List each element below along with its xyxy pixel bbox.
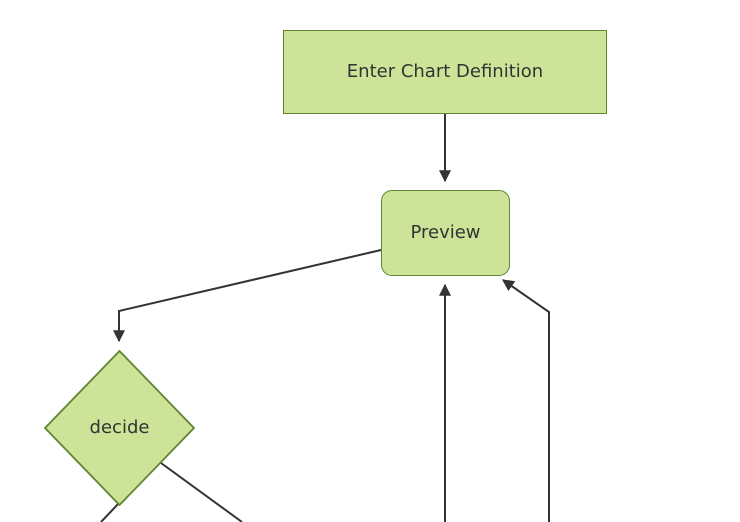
node-decide[interactable]: decide (44, 350, 195, 506)
edge-decide-down-right (160, 462, 243, 522)
edge-preview-to-decide (113, 249, 382, 343)
diamond-shape-icon (44, 350, 195, 506)
edge-bottom-right-to-preview (502, 279, 550, 522)
edge-decide-down-left (100, 502, 120, 522)
node-enter-chart-definition[interactable]: Enter Chart Definition (283, 30, 607, 114)
node-preview[interactable]: Preview (381, 190, 510, 276)
node-preview-label: Preview (410, 222, 481, 243)
node-enter-chart-definition-label: Enter Chart Definition (346, 61, 544, 82)
